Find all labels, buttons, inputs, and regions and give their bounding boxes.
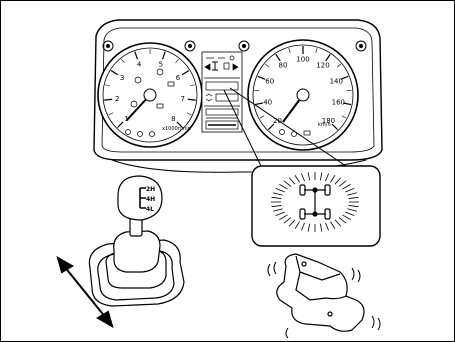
shift-position-4l: 4L: [146, 206, 154, 213]
speedometer-tick-label: 100: [296, 56, 309, 64]
speedometer-unit-label: km/h: [318, 122, 331, 128]
speedometer-tick-label: 40: [263, 99, 272, 107]
shift-position-4h: 4H: [146, 196, 155, 203]
tachometer-tick-label: 2: [115, 95, 119, 103]
tachometer-tick-label: 8: [171, 115, 175, 123]
speedometer-tick-label: 140: [330, 78, 343, 86]
tachometer-tick-label: 5: [159, 60, 163, 68]
speedometer-tick-label: 120: [316, 62, 329, 70]
transfer-shift-lever: [89, 176, 184, 306]
indicator-callout: [252, 166, 380, 246]
tachometer-tick-label: 6: [176, 74, 181, 82]
tachometer-tick-label: 7: [181, 95, 185, 103]
tachometer-tick-label: 3: [120, 74, 124, 82]
shift-position-2h: 2H: [146, 186, 155, 193]
speedometer-tick-label: 160: [332, 99, 345, 107]
tachometer-tick-label: 4: [137, 60, 142, 68]
tachometer-unit-label: x1000r/min: [162, 126, 191, 132]
speedometer-tick-label: 60: [265, 78, 274, 86]
tachometer-hub: [144, 89, 156, 101]
speedometer-tick-label: 80: [279, 62, 288, 70]
transfer-case: [268, 254, 380, 338]
speedometer-hub: [297, 89, 309, 101]
